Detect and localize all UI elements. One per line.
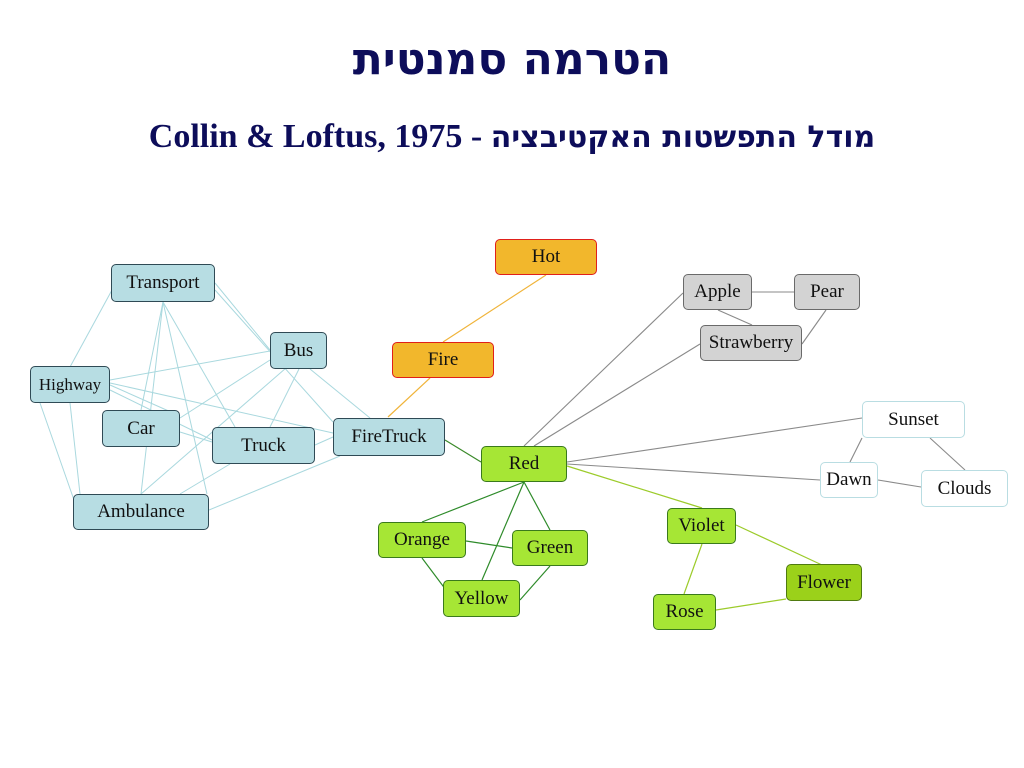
node-clouds: Clouds <box>921 470 1008 507</box>
node-sunset: Sunset <box>862 401 965 438</box>
subtitle-separator: - <box>462 118 491 155</box>
edge-ambulance-firetruck <box>208 455 341 511</box>
edge-red-dawn <box>566 463 821 481</box>
slide-title: הטרמה סמנטית <box>352 34 672 85</box>
edge-car-truck <box>179 431 213 443</box>
node-flower: Flower <box>786 564 862 601</box>
edge-pear-strawberry <box>801 309 827 345</box>
node-pear: Pear <box>794 274 860 310</box>
slide-subtitle: Collin & Loftus, 1975 - מודל התפשטות האק… <box>0 120 1024 154</box>
node-rose: Rose <box>653 594 716 630</box>
edge-truck-ambulance <box>179 463 231 495</box>
edge-transport-bus <box>214 282 271 351</box>
edge-orange-green <box>465 540 513 549</box>
edge-orange-yellow <box>421 557 447 591</box>
edge-highway-ambulance-2 <box>39 402 75 501</box>
node-strawberry: Strawberry <box>700 325 802 361</box>
edge-apple-strawberry <box>717 309 753 326</box>
edge-hot-fire <box>442 274 547 343</box>
node-transport: Transport <box>111 264 215 302</box>
edge-car-bus <box>179 359 271 419</box>
edge-red-orange <box>421 481 525 523</box>
edge-sunset-dawn <box>849 437 863 463</box>
edge-red-yellow <box>481 481 525 581</box>
edge-red-green <box>523 481 551 531</box>
edge-fire-firetruck <box>387 377 431 418</box>
node-firetruck: FireTruck <box>333 418 445 456</box>
node-dawn: Dawn <box>820 462 878 498</box>
subtitle-citation: Collin & Loftus, 1975 <box>148 118 463 155</box>
node-red: Red <box>481 446 567 482</box>
edge-transport-highway <box>69 289 113 368</box>
node-highway: Highway <box>30 366 110 403</box>
node-apple: Apple <box>683 274 752 310</box>
node-green: Green <box>512 530 588 566</box>
node-violet: Violet <box>667 508 736 544</box>
node-bus: Bus <box>270 332 327 369</box>
edge-transport-ambulance-2 <box>162 301 208 495</box>
node-hot: Hot <box>495 239 597 275</box>
edge-firetruck-red <box>444 439 482 463</box>
edge-rose-flower <box>715 598 787 611</box>
edge-transport-truck <box>162 301 236 428</box>
edge-bus-truck <box>269 368 300 428</box>
edge-red-sunset <box>566 417 863 463</box>
edge-highway-bus <box>109 350 271 381</box>
node-car: Car <box>102 410 180 447</box>
node-fire: Fire <box>392 342 494 378</box>
edge-violet-flower <box>735 524 823 566</box>
node-ambulance: Ambulance <box>73 494 209 530</box>
edge-red-violet <box>566 465 703 509</box>
edge-red-strawberry <box>533 343 701 447</box>
edge-truck-firetruck <box>314 436 334 446</box>
edge-sunset-clouds <box>929 437 966 471</box>
edge-violet-rose <box>683 543 703 595</box>
edge-dawn-clouds <box>877 479 922 488</box>
node-truck: Truck <box>212 427 315 464</box>
node-yellow: Yellow <box>443 580 520 617</box>
edge-green-yellow <box>519 565 551 601</box>
edge-transport-ambulance <box>140 301 164 495</box>
node-orange: Orange <box>378 522 466 558</box>
edge-red-apple <box>523 292 684 447</box>
edge-transport-car <box>140 301 164 411</box>
edge-bus-firetruck <box>309 368 371 419</box>
subtitle-hebrew: מודל התפשטות האקטיבציה <box>490 120 876 155</box>
edge-highway-firetruck <box>109 382 334 434</box>
edge-highway-ambulance <box>69 402 81 495</box>
